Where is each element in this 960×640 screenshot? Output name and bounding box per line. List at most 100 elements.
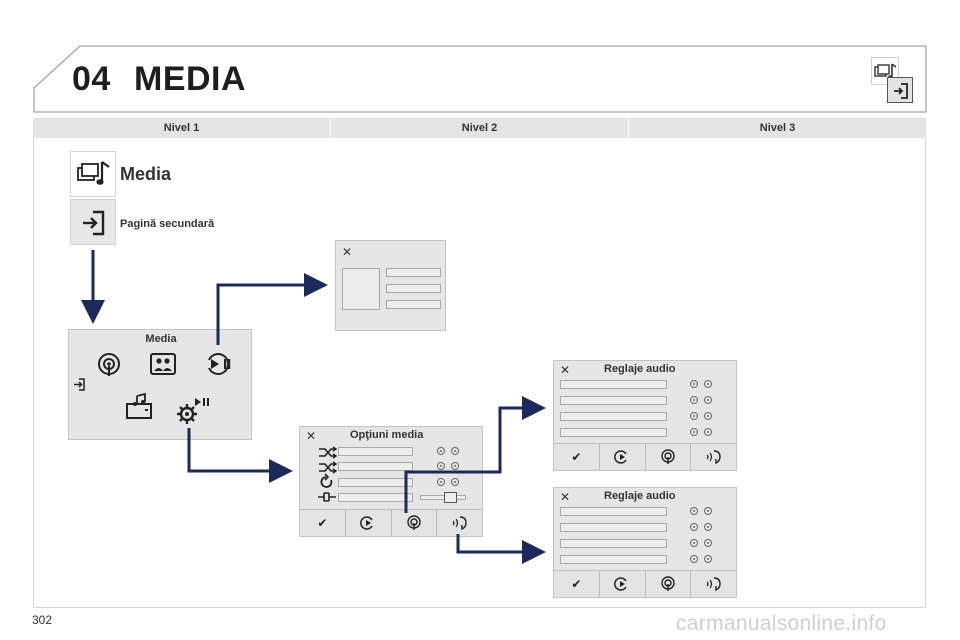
source-icon (614, 450, 627, 464)
audio-dot[interactable] (704, 507, 712, 515)
option-dot[interactable] (451, 462, 459, 470)
level-2-header: Nivel 2 (331, 118, 629, 138)
audio-field-2[interactable] (560, 396, 667, 405)
option-field-1[interactable] (338, 447, 413, 456)
media-icon-box (70, 151, 116, 197)
audio-dot[interactable] (690, 396, 698, 404)
options-button-row: ✔ (300, 509, 482, 536)
browse-field-3[interactable] (386, 300, 441, 309)
radio-button[interactable] (645, 571, 692, 597)
radio-icon (661, 449, 675, 464)
check-icon: ✔ (571, 577, 582, 591)
audio-dot[interactable] (704, 539, 712, 547)
audio-settings-title-1: Reglaje audio (604, 363, 676, 375)
audio-field-3[interactable] (560, 539, 667, 548)
photos-icon[interactable] (150, 353, 176, 375)
confirm-button[interactable]: ✔ (554, 444, 600, 470)
content-frame (33, 138, 926, 608)
audio-field-4[interactable] (560, 555, 667, 564)
audio-settings-panel-2: ✕ Reglaje audio ✔ (553, 487, 737, 598)
audio-settings-icon (452, 516, 467, 531)
confirm-button[interactable]: ✔ (300, 510, 346, 536)
secondary-page-icon-box (70, 199, 116, 245)
audio-button-row-2: ✔ (554, 570, 736, 597)
close-icon[interactable]: ✕ (342, 245, 353, 259)
audio-field-4[interactable] (560, 428, 667, 437)
audio-dot[interactable] (704, 428, 712, 436)
browse-field-2[interactable] (386, 284, 441, 293)
option-dot[interactable] (451, 447, 459, 455)
audio-dot[interactable] (690, 523, 698, 531)
option-dot[interactable] (437, 447, 445, 455)
audio-dot[interactable] (690, 507, 698, 515)
shuffle-icon[interactable] (319, 446, 338, 459)
audio-settings-button[interactable] (437, 510, 482, 536)
audio-dot[interactable] (690, 539, 698, 547)
usb-media-icon[interactable] (126, 392, 152, 419)
shuffle-album-icon[interactable] (319, 461, 338, 474)
level-bar: Nivel 1 Nivel 2 Nivel 3 (33, 118, 926, 138)
secondary-page-small-icon[interactable] (74, 378, 85, 391)
option-dot[interactable] (437, 462, 445, 470)
confirm-button[interactable]: ✔ (554, 571, 600, 597)
audio-settings-button[interactable] (691, 571, 736, 597)
page-number: 302 (32, 613, 53, 627)
audio-dot[interactable] (704, 412, 712, 420)
source-button[interactable] (599, 571, 646, 597)
secondary-page-label: Pagină secundară (120, 218, 215, 230)
media-menu-title: Media (145, 333, 177, 345)
audio-dot[interactable] (704, 555, 712, 563)
secondary-page-icon (83, 210, 105, 236)
option-field-3[interactable] (338, 478, 413, 487)
level-3-header: Nivel 3 (759, 122, 796, 134)
streaming-icon[interactable] (208, 353, 231, 375)
audio-field-1[interactable] (560, 507, 667, 516)
audio-field-3[interactable] (560, 412, 667, 421)
audio-dot[interactable] (690, 555, 698, 563)
audio-settings-icon (706, 450, 721, 465)
audio-dot[interactable] (690, 428, 698, 436)
browse-panel: ✕ (335, 240, 446, 331)
level-1-header: Nivel 1 (33, 118, 331, 138)
media-icon (77, 161, 110, 185)
option-field-4[interactable] (338, 493, 413, 502)
balance-slider[interactable] (420, 495, 466, 500)
check-icon: ✔ (317, 516, 328, 530)
balance-slider-thumb[interactable] (444, 492, 457, 503)
chapter-title: MEDIA (134, 60, 247, 98)
audio-settings-icon (706, 577, 721, 592)
audio-field-1[interactable] (560, 380, 667, 389)
source-button[interactable] (599, 444, 646, 470)
media-settings-icon[interactable] (177, 398, 209, 424)
check-icon: ✔ (571, 450, 582, 464)
close-icon[interactable]: ✕ (306, 429, 317, 443)
radio-source-icon[interactable] (98, 353, 120, 376)
close-icon[interactable]: ✕ (560, 490, 571, 504)
chapter-number: 04 (72, 60, 111, 98)
audio-dot[interactable] (690, 412, 698, 420)
audio-button-row-1: ✔ (554, 443, 736, 470)
radio-button[interactable] (645, 444, 692, 470)
audio-settings-panel-1: ✕ Reglaje audio ✔ (553, 360, 737, 471)
repeat-icon[interactable] (320, 473, 333, 488)
audio-dot[interactable] (690, 380, 698, 388)
media-label: Media (120, 164, 172, 184)
option-field-2[interactable] (338, 462, 413, 471)
audio-dot[interactable] (704, 396, 712, 404)
audio-dot[interactable] (704, 380, 712, 388)
watermark: carmanualsonline.info (676, 612, 887, 635)
media-menu-panel: Media (68, 329, 252, 440)
source-icon (614, 577, 627, 591)
option-dot[interactable] (437, 478, 445, 486)
radio-icon (407, 515, 421, 530)
audio-settings-title-2: Reglaje audio (604, 490, 676, 502)
audio-settings-button[interactable] (691, 444, 736, 470)
option-dot[interactable] (451, 478, 459, 486)
audio-dot[interactable] (704, 523, 712, 531)
audio-field-2[interactable] (560, 523, 667, 532)
browse-field-1[interactable] (386, 268, 441, 277)
close-icon[interactable]: ✕ (560, 363, 571, 377)
source-button[interactable] (345, 510, 392, 536)
radio-button[interactable] (391, 510, 438, 536)
balance-icon[interactable] (318, 492, 336, 502)
